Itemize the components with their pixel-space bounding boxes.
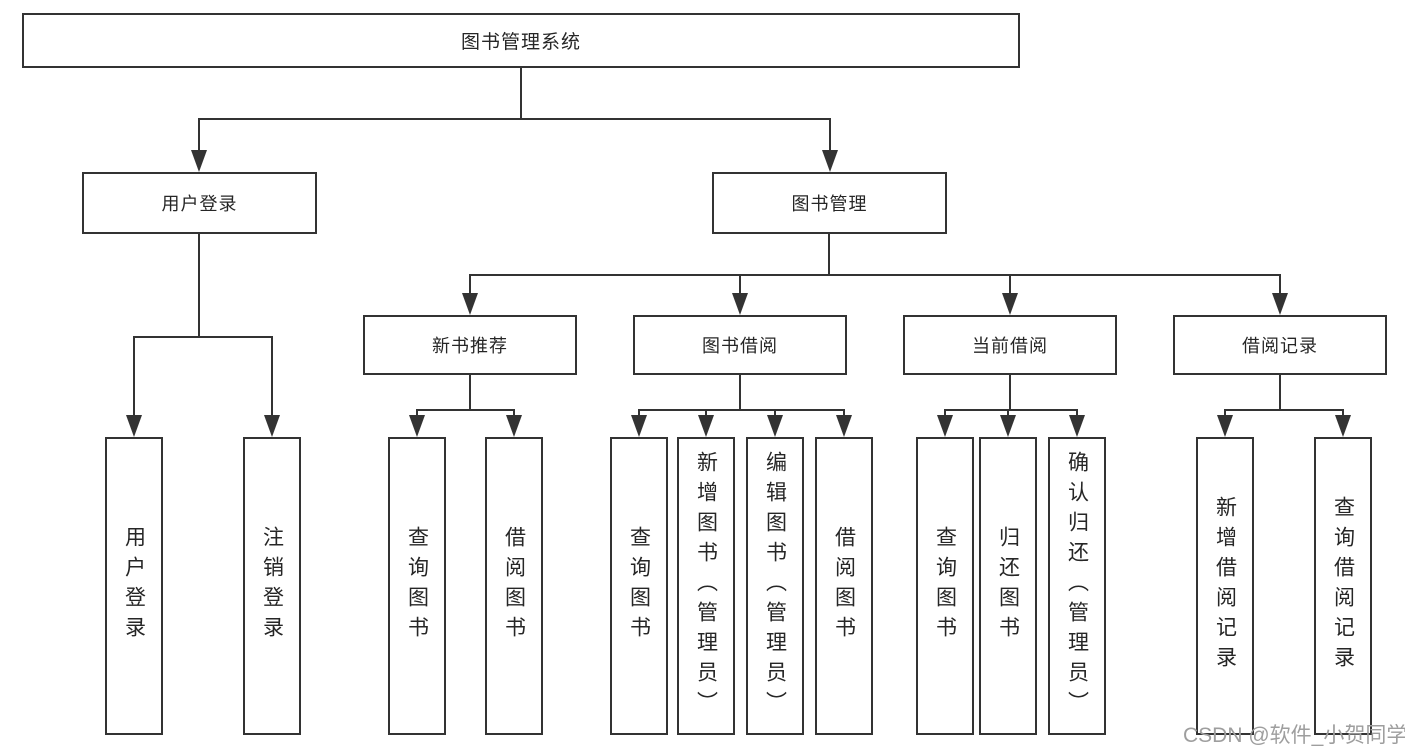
arrow-down-icon bbox=[698, 415, 714, 437]
arrow-down-icon bbox=[462, 293, 478, 315]
leaf-label: 确认归还（管理员） bbox=[1065, 451, 1089, 721]
connector-userlogin-bus bbox=[133, 336, 273, 338]
arrow-down-icon bbox=[1272, 293, 1288, 315]
connector-drop bbox=[774, 409, 776, 418]
node-label: 借阅记录 bbox=[1242, 336, 1318, 356]
node-book-borrowing: 图书借阅 bbox=[633, 315, 847, 375]
leaf-bb-add-books-admin: 新增图书（管理员） bbox=[677, 437, 735, 735]
arrow-down-icon bbox=[1000, 415, 1016, 437]
connector-drop bbox=[513, 409, 515, 418]
node-label: 图书借阅 bbox=[702, 336, 778, 356]
leaf-label: 借阅图书 bbox=[832, 526, 856, 646]
leaf-label: 新增借阅记录 bbox=[1213, 496, 1237, 676]
leaf-label: 查询图书 bbox=[627, 526, 651, 646]
leaf-br-add-record: 新增借阅记录 bbox=[1196, 437, 1254, 735]
arrow-down-icon bbox=[506, 415, 522, 437]
arrow-down-icon bbox=[732, 293, 748, 315]
connector-userlogin-stub bbox=[198, 232, 200, 336]
connector-borrowrecord-bus bbox=[1224, 409, 1344, 411]
connector-bookborrow-bus bbox=[638, 409, 845, 411]
leaf-bb-borrow-books: 借阅图书 bbox=[815, 437, 873, 735]
node-book-management: 图书管理 bbox=[712, 172, 947, 234]
connector-drop bbox=[198, 118, 200, 152]
leaf-label: 用户登录 bbox=[122, 526, 146, 646]
arrow-down-icon bbox=[1002, 293, 1018, 315]
connector-drop bbox=[739, 274, 741, 297]
connector-drop bbox=[469, 274, 471, 297]
leaf-br-query-record: 查询借阅记录 bbox=[1314, 437, 1372, 735]
connector-drop bbox=[843, 409, 845, 418]
node-new-book-recommendation: 新书推荐 bbox=[363, 315, 577, 375]
connector-newbook-bus bbox=[416, 409, 515, 411]
node-borrowing-records: 借阅记录 bbox=[1173, 315, 1387, 375]
arrow-down-icon bbox=[264, 415, 280, 437]
connector-drop bbox=[1224, 409, 1226, 418]
node-label: 用户登录 bbox=[161, 194, 238, 214]
connector-drop bbox=[1279, 274, 1281, 297]
leaf-logout: 注销登录 bbox=[243, 437, 301, 735]
node-user-login: 用户登录 bbox=[82, 172, 317, 234]
connector-drop bbox=[416, 409, 418, 418]
leaf-nb-query-books: 查询图书 bbox=[388, 437, 446, 735]
arrow-down-icon bbox=[191, 150, 207, 172]
connector-drop bbox=[1007, 409, 1009, 418]
leaf-cb-query-books: 查询图书 bbox=[916, 437, 974, 735]
arrow-down-icon bbox=[836, 415, 852, 437]
leaf-label: 注销登录 bbox=[260, 526, 284, 646]
leaf-bb-edit-books-admin: 编辑图书（管理员） bbox=[746, 437, 804, 735]
leaf-label: 归还图书 bbox=[996, 526, 1020, 646]
connector-newbook-stub bbox=[469, 373, 471, 409]
arrow-down-icon bbox=[126, 415, 142, 437]
node-current-borrowing: 当前借阅 bbox=[903, 315, 1117, 375]
connector-drop bbox=[133, 336, 135, 418]
leaf-bb-query-books: 查询图书 bbox=[610, 437, 668, 735]
connector-drop bbox=[1009, 274, 1011, 297]
arrow-down-icon bbox=[631, 415, 647, 437]
arrow-down-icon bbox=[1335, 415, 1351, 437]
arrow-down-icon bbox=[409, 415, 425, 437]
leaf-cb-return-books: 归还图书 bbox=[979, 437, 1037, 735]
node-label: 图书管理 bbox=[791, 194, 868, 214]
leaf-label: 查询借阅记录 bbox=[1331, 496, 1355, 676]
arrow-down-icon bbox=[767, 415, 783, 437]
connector-drop bbox=[1076, 409, 1078, 418]
connector-drop bbox=[944, 409, 946, 418]
connector-bookborrow-stub bbox=[739, 373, 741, 409]
connector-currentborrow-stub bbox=[1009, 373, 1011, 409]
connector-drop bbox=[829, 118, 831, 152]
node-library-management-system: 图书管理系统 bbox=[22, 13, 1020, 68]
arrow-down-icon bbox=[1217, 415, 1233, 437]
leaf-label: 查询图书 bbox=[405, 526, 429, 646]
leaf-user-login: 用户登录 bbox=[105, 437, 163, 735]
leaf-label: 编辑图书（管理员） bbox=[763, 451, 787, 721]
leaf-cb-confirm-return-admin: 确认归还（管理员） bbox=[1048, 437, 1106, 735]
arrow-down-icon bbox=[822, 150, 838, 172]
connector-drop bbox=[271, 336, 273, 418]
connector-currentborrow-bus bbox=[944, 409, 1078, 411]
arrow-down-icon bbox=[1069, 415, 1085, 437]
leaf-label: 新增图书（管理员） bbox=[694, 451, 718, 721]
leaf-nb-borrow-books: 借阅图书 bbox=[485, 437, 543, 735]
connector-bookmgmt-stub bbox=[828, 232, 830, 274]
leaf-label: 查询图书 bbox=[933, 526, 957, 646]
connector-level2-bus bbox=[198, 118, 831, 120]
connector-borrowrecord-stub bbox=[1279, 373, 1281, 409]
leaf-label: 借阅图书 bbox=[502, 526, 526, 646]
node-label: 新书推荐 bbox=[432, 336, 508, 356]
connector-root-stub bbox=[520, 66, 522, 118]
connector-drop bbox=[1342, 409, 1344, 418]
connector-drop bbox=[705, 409, 707, 418]
node-label: 图书管理系统 bbox=[460, 32, 581, 53]
connector-level3-bus bbox=[469, 274, 1281, 276]
arrow-down-icon bbox=[937, 415, 953, 437]
watermark-csdn: CSDN @软件_小贺同学 bbox=[1183, 724, 1405, 747]
node-label: 当前借阅 bbox=[972, 336, 1048, 356]
connector-drop bbox=[638, 409, 640, 418]
